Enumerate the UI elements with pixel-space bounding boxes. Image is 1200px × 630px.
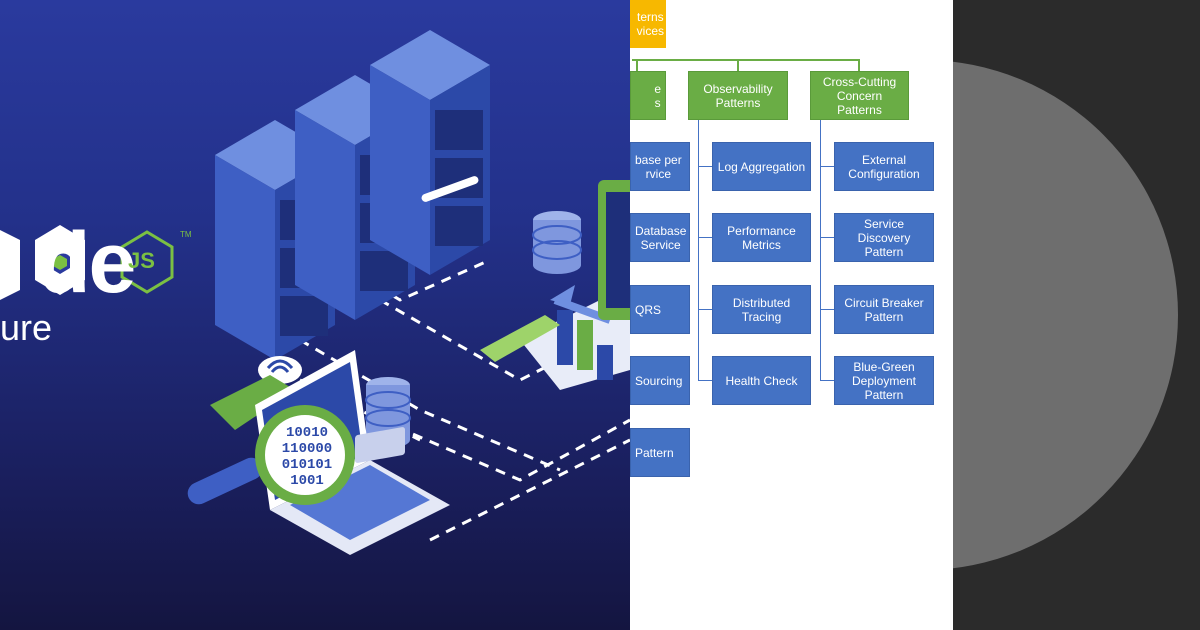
phone-icon (210, 375, 295, 430)
pattern-box-distributed-tracing: Distributed Tracing (712, 285, 811, 334)
code-digit-line: 010101 (281, 457, 333, 473)
server-illustration (0, 30, 630, 555)
pattern-box-log-aggregation: Log Aggregation (712, 142, 811, 191)
code-digit-line: 110000 (281, 441, 333, 457)
connector-drop-b (737, 59, 739, 72)
pattern-box-blue-green-deployment: Blue-Green Deployment Pattern (834, 356, 934, 405)
branch (698, 380, 712, 381)
pattern-box-a1: base per rvice (630, 142, 690, 191)
nodejs-logo-graphic (0, 225, 174, 300)
pattern-box-a5: Pattern (630, 428, 690, 477)
pattern-box-circuit-breaker: Circuit Breaker Pattern (834, 285, 934, 334)
pattern-box-a2: Database Service (630, 213, 690, 262)
category-box-cross-cutting: Cross-Cutting Concern Patterns (810, 71, 909, 120)
subtitle-fragment: ure (0, 307, 53, 348)
connector-drop-a (636, 59, 638, 72)
category-box-partial: e s (630, 71, 666, 120)
branch (820, 166, 834, 167)
trunk-observability (698, 120, 699, 380)
pattern-box-a3: QRS (630, 285, 690, 334)
magnifier-icon (187, 405, 355, 505)
code-digit-line: 10010 (285, 425, 328, 441)
logo-js-label: JS (128, 248, 155, 273)
pattern-box-service-discovery: Service Discovery Pattern (834, 213, 934, 262)
pattern-box-external-configuration: External Configuration (834, 142, 934, 191)
root-pattern-box: terns vices (630, 0, 666, 48)
logo-wordmark-fragment: de (38, 215, 136, 311)
monitor-icon (598, 180, 630, 320)
branch (820, 237, 834, 238)
tablet-chart-icon (520, 285, 630, 390)
branch (698, 237, 712, 238)
branch (698, 309, 712, 310)
pattern-box-performance-metrics: Performance Metrics (712, 213, 811, 262)
decorative-disc-panel (953, 0, 1200, 630)
branch (820, 309, 834, 310)
hero-illustration-panel: de JS TM ure 10010 110000 010101 1001 (0, 0, 630, 630)
disc-shape (953, 61, 1178, 569)
pattern-box-a4: Sourcing (630, 356, 690, 405)
category-box-observability: Observability Patterns (688, 71, 788, 120)
connector-drop-c (858, 59, 860, 72)
server-rack-3 (370, 30, 490, 275)
code-digits: 10010 110000 010101 1001 (272, 425, 342, 489)
pattern-box-health-check: Health Check (712, 356, 811, 405)
database-icon (532, 211, 582, 274)
trunk-cross-cutting (820, 120, 821, 380)
patterns-diagram-panel: terns vices e s Observability Patterns C… (630, 0, 953, 630)
branch (820, 380, 834, 381)
connector-horizontal (632, 59, 860, 61)
branch (698, 166, 712, 167)
logo-trademark: TM (180, 230, 192, 239)
code-digit-line: 1001 (290, 473, 324, 489)
keyboard-icon (480, 315, 560, 362)
